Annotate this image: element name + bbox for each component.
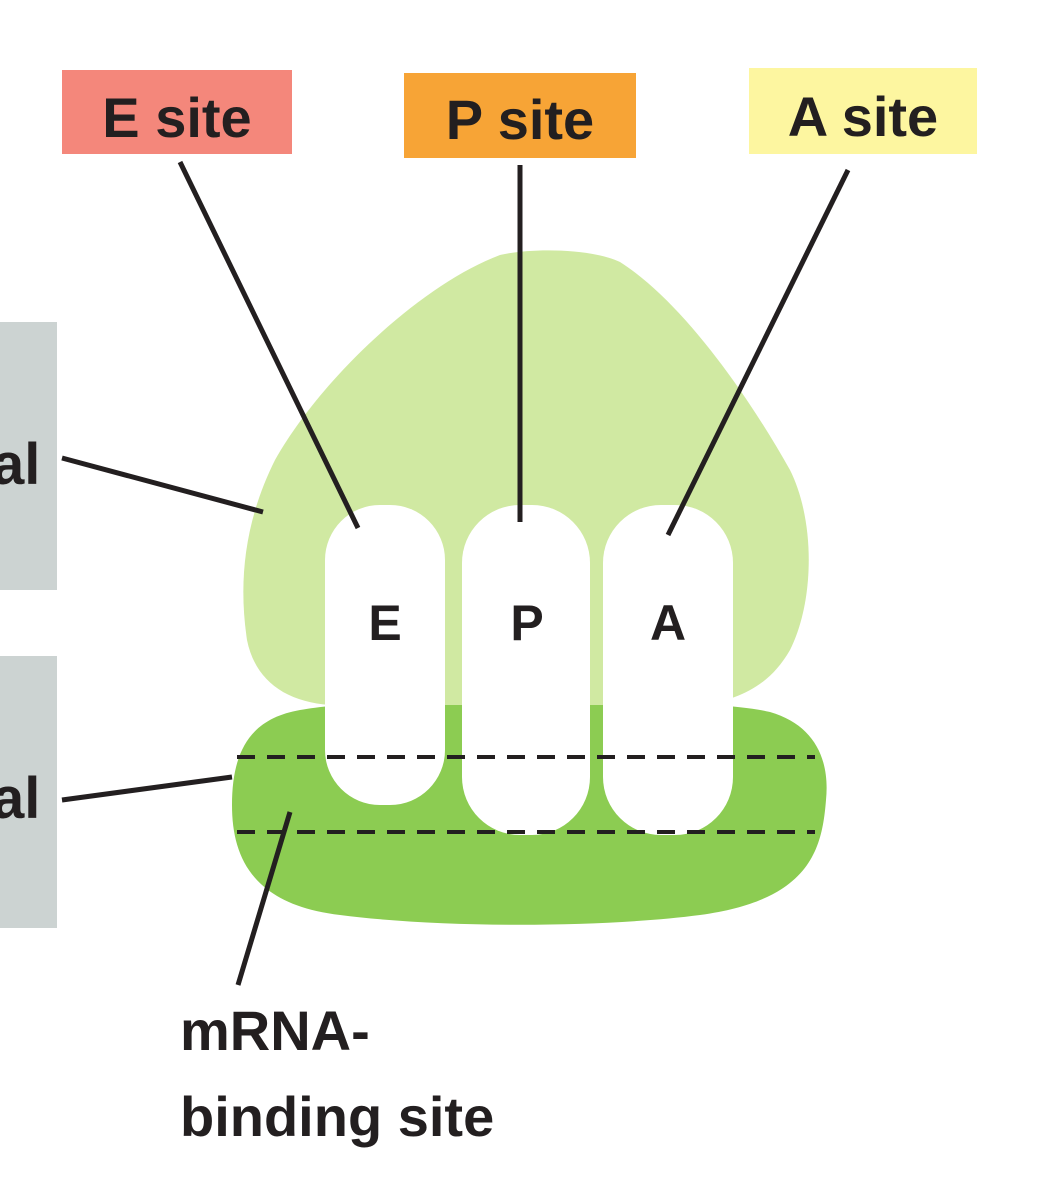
mrna-leader-line — [235, 811, 293, 986]
e-site-label: E site — [102, 86, 251, 149]
a-site-leader-line — [665, 168, 851, 537]
e-slot-letter: E — [368, 595, 401, 651]
a-site-slot — [603, 505, 733, 835]
a-site-label-box — [749, 68, 977, 154]
large-subunit-label-fragment: al — [0, 432, 40, 497]
a-slot-letter: A — [650, 595, 686, 651]
mrna-label-line2: binding site — [180, 1085, 494, 1148]
e-site-leader-line — [177, 160, 361, 530]
e-site-label-box — [62, 70, 292, 154]
mrna-label-line1: mRNA- — [180, 999, 370, 1062]
p-site-slot — [462, 505, 590, 835]
small-subunit-leader-line — [61, 774, 233, 803]
a-site-label: A site — [788, 85, 938, 148]
small-subunit-label-fragment: al — [0, 766, 40, 831]
p-site-label: P site — [446, 88, 594, 151]
large-subunit-label-box — [0, 322, 57, 590]
p-slot-letter: P — [510, 595, 543, 651]
p-site-label-box — [404, 73, 636, 158]
e-site-slot — [325, 505, 445, 805]
small-subunit-label-box — [0, 656, 57, 928]
large-subunit-leader-line — [61, 455, 264, 515]
